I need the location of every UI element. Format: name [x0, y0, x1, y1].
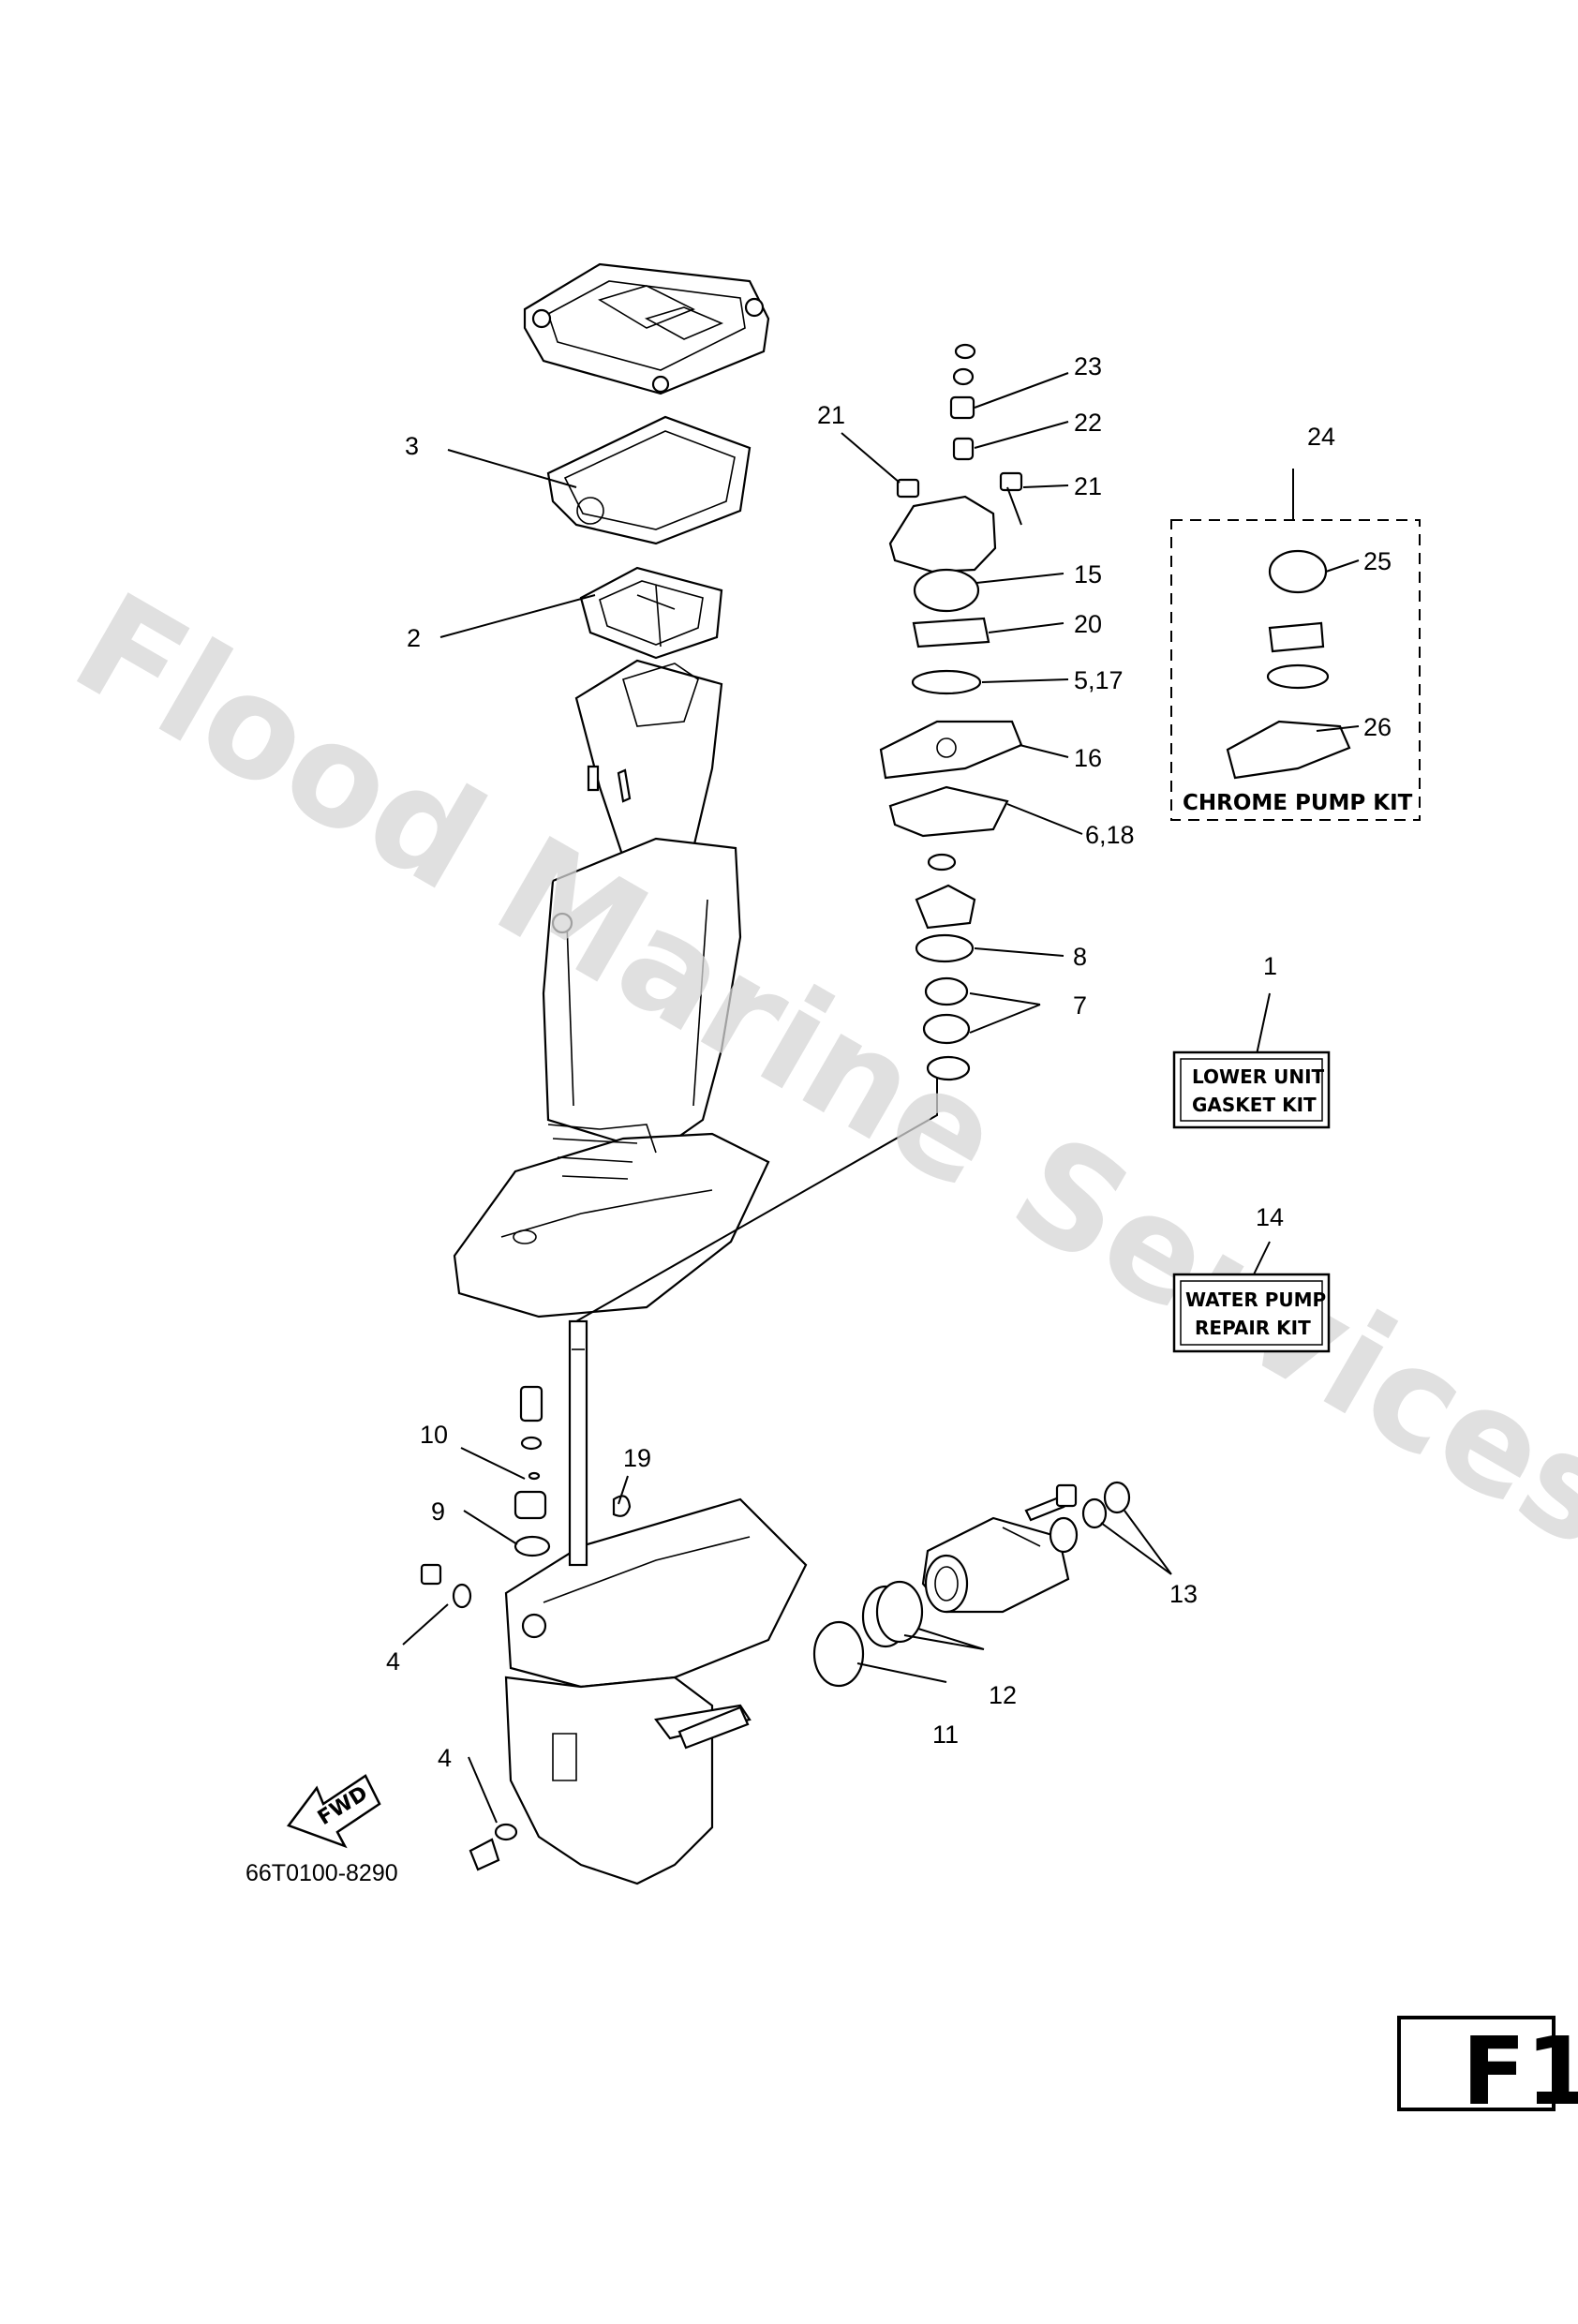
page-code: F1 — [1462, 2017, 1578, 2126]
label-13: 13 — [1169, 1580, 1198, 1608]
chrome-pump-kit-title: CHROME PUMP KIT — [1183, 791, 1413, 815]
label-21-left: 21 — [817, 401, 845, 429]
watermark: Flood Marine Services — [49, 562, 1578, 1579]
label-26: 26 — [1363, 713, 1392, 741]
chrome-pump-kit-box: CHROME PUMP KIT — [1170, 519, 1421, 821]
label-6-18: 6,18 — [1085, 821, 1135, 849]
label-21-right: 21 — [1074, 472, 1102, 500]
seal-9 — [514, 1471, 551, 1557]
label-7: 7 — [1073, 991, 1087, 1020]
drive-shaft — [568, 1319, 588, 1567]
gasket-3 — [546, 415, 752, 545]
water-pump-repair-kit-box: WATER PUMP REPAIR KIT — [1172, 1273, 1331, 1353]
label-5-17: 5,17 — [1074, 666, 1124, 694]
gasket-kit-line1: LOWER UNIT — [1192, 1065, 1325, 1088]
fwd-arrow-icon: FWD — [286, 1774, 381, 1849]
gasket-2 — [579, 566, 723, 660]
label-10: 10 — [420, 1421, 448, 1449]
label-24: 24 — [1307, 423, 1335, 451]
lower-unit-gasket-kit-box: LOWER UNIT GASKET KIT — [1172, 1050, 1331, 1129]
bolt-4-upper — [420, 1563, 472, 1609]
label-22: 22 — [1074, 409, 1102, 437]
label-4-upper: 4 — [386, 1647, 400, 1676]
label-23: 23 — [1074, 352, 1102, 380]
bolt-4-lower — [469, 1823, 518, 1871]
label-14: 14 — [1256, 1203, 1284, 1231]
leader-lines — [402, 372, 1360, 1824]
bolt-and-bearings-13 — [1024, 1481, 1131, 1554]
label-8: 8 — [1073, 943, 1087, 971]
label-1: 1 — [1263, 952, 1277, 980]
upper-casing — [453, 659, 770, 1318]
label-20: 20 — [1074, 610, 1102, 638]
label-9: 9 — [431, 1497, 445, 1526]
label-16: 16 — [1074, 744, 1102, 772]
part-labels: 3 2 21 23 22 21 15 20 5,17 16 6,18 8 7 2… — [386, 352, 1392, 1772]
pin-19 — [612, 1495, 632, 1517]
top-cover-plate — [523, 262, 770, 395]
label-4-lower: 4 — [438, 1744, 452, 1772]
water-pump-kit-line2: REPAIR KIT — [1195, 1317, 1311, 1339]
label-15: 15 — [1074, 560, 1102, 588]
o-ring-11 — [812, 1620, 865, 1688]
water-pump-stack — [879, 343, 1023, 1081]
lower-case — [504, 1497, 808, 1885]
label-12: 12 — [989, 1681, 1017, 1709]
propeller-shaft — [677, 1706, 750, 1750]
gasket-kit-line2: GASKET KIT — [1192, 1094, 1317, 1116]
page-code-box: F1 — [1397, 2016, 1578, 2126]
label-2: 2 — [407, 624, 421, 652]
water-pump-kit-line1: WATER PUMP — [1185, 1289, 1326, 1311]
label-25: 25 — [1363, 547, 1392, 575]
o-rings-12 — [861, 1580, 924, 1648]
label-3: 3 — [405, 432, 419, 460]
propeller-shaft-housing — [921, 1516, 1070, 1614]
chrome-pump-kit-parts — [1226, 549, 1351, 780]
drawing-code: 66T0100-8290 — [246, 1860, 398, 1886]
sleeve-part — [519, 1385, 543, 1451]
label-11: 11 — [932, 1721, 959, 1749]
label-19: 19 — [623, 1444, 651, 1472]
